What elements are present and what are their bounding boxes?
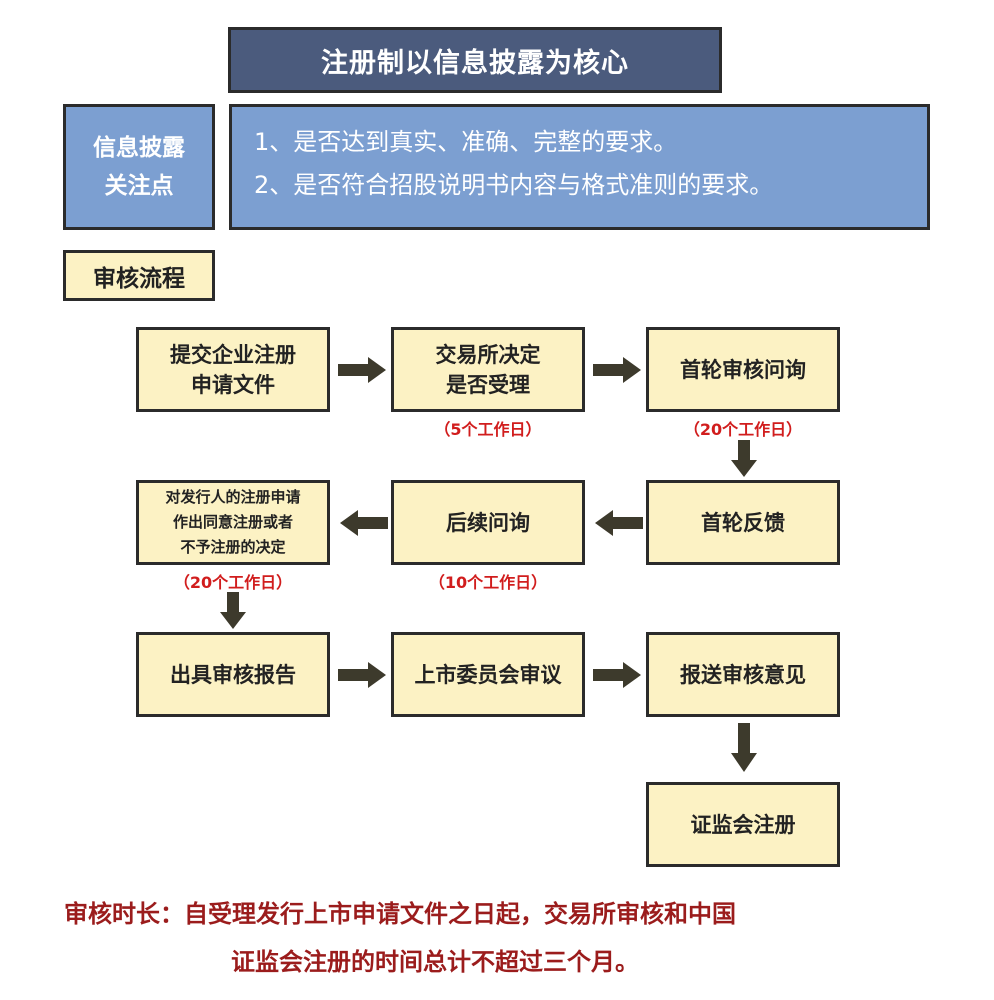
arrow-right-icon — [338, 357, 386, 383]
node-text: 出具审核报告 — [170, 662, 296, 687]
node-text: 不予注册的决定 — [180, 538, 286, 556]
node-exchange-decide: 交易所决定 是否受理 — [391, 327, 585, 412]
disclosure-point: 1、是否达到真实、准确、完整的要求。 — [254, 128, 678, 156]
arrow-right-icon — [593, 357, 641, 383]
arrow-right-icon — [338, 662, 386, 688]
duration-follow-up: （10个工作日） — [428, 573, 548, 592]
disclosure-label-line: 信息披露 — [93, 135, 185, 161]
disclosure-label-line: 关注点 — [104, 173, 174, 199]
node-decision: 对发行人的注册申请 作出同意注册或者 不予注册的决定 — [136, 480, 330, 565]
disclosure-label: 信息披露 关注点 — [63, 104, 215, 230]
process-label: 审核流程 — [63, 250, 215, 301]
node-text: 后续问询 — [446, 510, 530, 535]
node-text: 证监会注册 — [690, 812, 796, 837]
page-title: 注册制以信息披露为核心 — [228, 27, 722, 93]
node-send-opinion: 报送审核意见 — [646, 632, 840, 717]
node-text: 申请文件 — [191, 372, 275, 397]
arrow-right-icon — [593, 662, 641, 688]
arrow-down-icon — [731, 723, 757, 772]
node-submit: 提交企业注册 申请文件 — [136, 327, 330, 412]
node-first-inquiry: 首轮审核问询 — [646, 327, 840, 412]
arrow-left-icon — [340, 510, 388, 536]
arrow-down-icon — [220, 592, 246, 629]
disclosure-point: 2、是否符合招股说明书内容与格式准则的要求。 — [254, 171, 774, 199]
footer-line-2: 证监会注册的时间总计不超过三个月。 — [231, 948, 639, 976]
arrow-left-icon — [595, 510, 643, 536]
node-text: 首轮反馈 — [701, 510, 785, 535]
node-text: 交易所决定 — [435, 342, 541, 367]
node-text: 上市委员会审议 — [414, 662, 562, 687]
node-text: 对发行人的注册申请 — [165, 488, 301, 506]
node-committee: 上市委员会审议 — [391, 632, 585, 717]
duration-first-inquiry: （20个工作日） — [683, 420, 803, 439]
footer-line-1: 审核时长：自受理发行上市申请文件之日起，交易所审核和中国 — [64, 900, 736, 928]
disclosure-points: 1、是否达到真实、准确、完整的要求。 2、是否符合招股说明书内容与格式准则的要求… — [229, 104, 930, 230]
node-text: 作出同意注册或者 — [172, 513, 293, 531]
node-first-feedback: 首轮反馈 — [646, 480, 840, 565]
duration-exchange-decide: （5个工作日） — [434, 420, 542, 439]
node-follow-up: 后续问询 — [391, 480, 585, 565]
arrow-down-icon — [731, 440, 757, 477]
node-text: 首轮审核问询 — [680, 357, 806, 382]
node-text: 报送审核意见 — [680, 662, 806, 687]
node-csrc-register: 证监会注册 — [646, 782, 840, 867]
duration-decision: （20个工作日） — [173, 573, 293, 592]
node-text: 提交企业注册 — [170, 342, 296, 367]
node-text: 是否受理 — [446, 372, 530, 397]
node-report: 出具审核报告 — [136, 632, 330, 717]
